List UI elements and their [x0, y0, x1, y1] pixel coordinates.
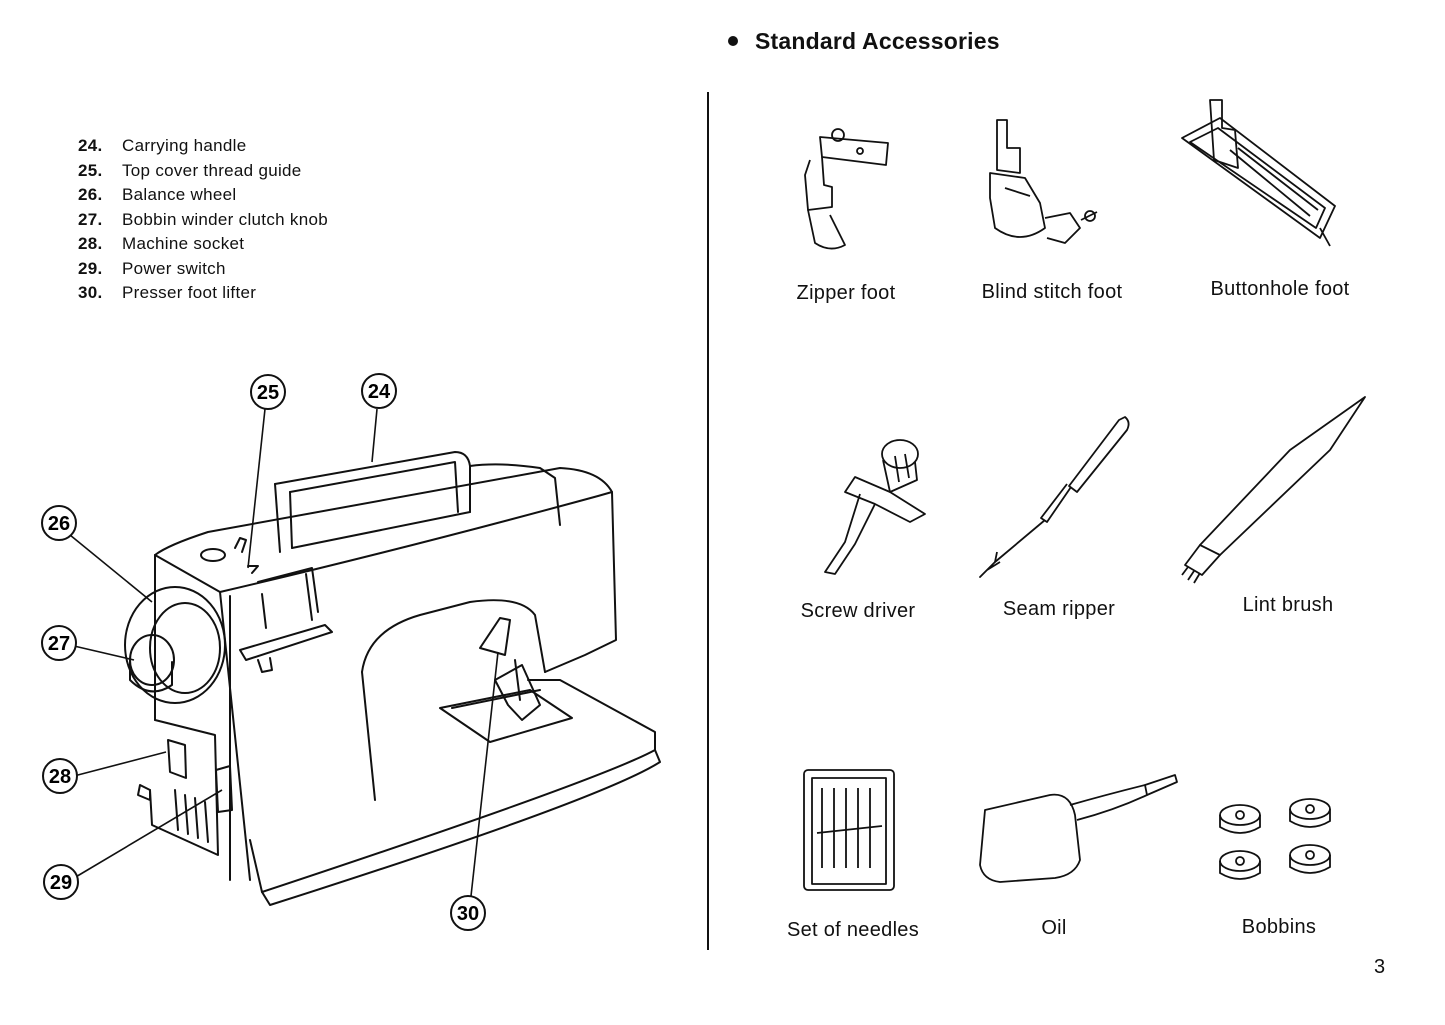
- part-row: 29. Power switch: [78, 259, 328, 284]
- svg-text:25: 25: [257, 382, 279, 404]
- callout-29: 29: [43, 864, 79, 900]
- callout-25: 25: [250, 374, 286, 410]
- part-label: Balance wheel: [122, 185, 237, 204]
- blind-stitch-foot-label: Blind stitch foot: [981, 281, 1123, 303]
- part-label: Top cover thread guide: [122, 160, 302, 180]
- buttonhole-foot-label: Buttonhole foot: [1210, 278, 1350, 300]
- part-label: Presser foot lifter: [122, 283, 257, 302]
- part-row: 25. Top cover thread guide: [78, 161, 328, 186]
- lint-brush-icon: [1181, 396, 1366, 584]
- section-title: Standard Accessories: [728, 28, 1000, 55]
- column-divider: [707, 92, 709, 950]
- callout-28: 28: [42, 758, 78, 794]
- screw-driver-icon: [824, 439, 926, 575]
- blind-stitch-foot-icon: [989, 119, 1098, 244]
- part-number: 24.: [78, 136, 103, 155]
- part-number: 27.: [78, 209, 103, 229]
- zipper-foot-icon: [804, 128, 889, 250]
- part-label: Bobbin winder clutch knob: [122, 209, 328, 229]
- set-of-needles-label: Set of needles: [786, 919, 920, 941]
- svg-text:24: 24: [368, 381, 391, 403]
- part-row: 24. Carrying handle: [78, 136, 328, 161]
- page-number: 3: [1374, 956, 1386, 978]
- lint-brush-label: Lint brush: [1242, 594, 1334, 616]
- svg-text:30: 30: [457, 903, 479, 925]
- svg-text:27: 27: [48, 633, 70, 655]
- screw-driver-label: Screw driver: [800, 600, 916, 622]
- svg-text:29: 29: [50, 872, 72, 894]
- svg-text:26: 26: [48, 513, 70, 535]
- part-number: 30.: [78, 283, 103, 302]
- bullet-icon: [728, 36, 738, 46]
- part-row: 30. Presser foot lifter: [78, 283, 328, 308]
- part-number: 28.: [78, 234, 103, 253]
- seam-ripper-label: Seam ripper: [1002, 598, 1116, 620]
- callouts: 24 25 26 27 28 29 30: [41, 373, 499, 931]
- part-row: 28. Machine socket: [78, 234, 328, 259]
- part-row: 27. Bobbin winder clutch knob: [78, 210, 328, 235]
- callout-24: 24: [361, 373, 397, 409]
- part-number: 29.: [78, 258, 103, 278]
- seam-ripper-icon: [979, 416, 1130, 578]
- bobbins-label: Bobbins: [1241, 916, 1317, 938]
- svg-text:28: 28: [49, 766, 71, 788]
- callout-30: 30: [450, 895, 486, 931]
- part-label: Power switch: [122, 258, 226, 278]
- sewing-machine-illustration: [124, 451, 661, 906]
- part-row: 26. Balance wheel: [78, 185, 328, 210]
- oil-bottle-icon: [979, 774, 1178, 883]
- bobbins-icon: [1219, 798, 1331, 880]
- parts-list: 24. Carrying handle 25. Top cover thread g…: [78, 136, 328, 308]
- part-label: Carrying handle: [122, 136, 247, 155]
- part-number: 26.: [78, 185, 103, 204]
- buttonhole-foot-icon: [1181, 99, 1336, 247]
- part-label: Machine socket: [122, 234, 245, 253]
- oil-label: Oil: [1041, 917, 1067, 939]
- callout-26: 26: [41, 505, 77, 541]
- part-number: 25.: [78, 160, 103, 180]
- zipper-foot-label: Zipper foot: [796, 282, 896, 304]
- callout-27: 27: [41, 625, 77, 661]
- needle-set-icon: [803, 769, 895, 891]
